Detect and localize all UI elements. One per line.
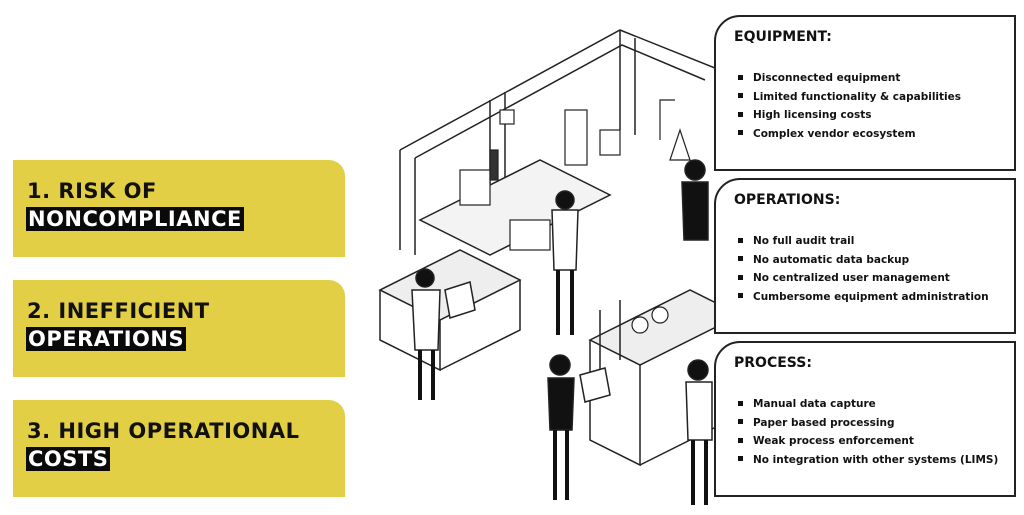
problem-highlight: NONCOMPLIANCE: [26, 207, 244, 231]
problem-highlight: COSTS: [26, 447, 111, 471]
equipment-panel: EQUIPMENT: Disconnected equipment Limite…: [714, 15, 1016, 171]
item-text: Complex vendor ecosystem: [753, 127, 916, 140]
problem-card-inefficient-operations: 2. INEFFICIENT OPERATIONS: [13, 280, 345, 377]
problem-highlight: OPERATIONS: [26, 327, 187, 351]
bullet-icon: [738, 419, 743, 424]
item-text: Manual data capture: [753, 398, 876, 410]
equipment-list: Disconnected equipment Limited functiona…: [738, 69, 961, 143]
list-item: Complex vendor ecosystem: [738, 125, 961, 144]
problem-card-noncompliance: 1. RISK OF NONCOMPLIANCE: [13, 160, 345, 257]
item-text: High licensing costs: [753, 109, 872, 121]
bullet-icon: [738, 237, 743, 243]
list-item: No automatic data backup: [738, 251, 989, 270]
bullet-icon: [738, 130, 743, 135]
scientist-figure: [411, 268, 476, 400]
list-item: High licensing costs: [738, 106, 961, 125]
process-panel: PROCESS: Manual data capture Paper based…: [714, 341, 1016, 497]
list-item: Paper based processing: [738, 414, 998, 433]
item-text: Cumbersome equipment administration: [753, 290, 989, 303]
problem-title: 3. HIGH OPERATIONAL: [27, 419, 300, 443]
item-text: Paper based processing: [753, 416, 895, 429]
list-item: Cumbersome equipment administration: [738, 288, 989, 307]
list-item: Limited functionality & capabilities: [738, 88, 961, 107]
item-text: No integration with other systems (LIMS): [753, 453, 999, 466]
bullet-icon: [738, 437, 743, 443]
bullet-icon: [738, 274, 743, 280]
list-item: Weak process enforcement: [738, 432, 998, 451]
scientist-figure: [685, 359, 713, 505]
list-item: Manual data capture: [738, 395, 998, 414]
bullet-icon: [738, 400, 743, 406]
item-text: No centralized user management: [753, 272, 950, 284]
item-text: Limited functionality & capabilities: [753, 90, 962, 103]
item-text: Disconnected equipment: [753, 72, 901, 84]
lab-equipment: [459, 99, 691, 334]
operations-panel: OPERATIONS: No full audit trail No autom…: [714, 178, 1016, 334]
problem-title: 2. INEFFICIENT: [27, 299, 210, 323]
problem-title: 1. RISK OF: [27, 179, 157, 203]
bullet-icon: [738, 93, 743, 98]
problem-card-high-costs: 3. HIGH OPERATIONAL COSTS: [13, 400, 345, 497]
operations-list: No full audit trail No automatic data ba…: [738, 232, 989, 306]
item-text: Weak process enforcement: [753, 435, 914, 447]
bullet-icon: [738, 111, 743, 117]
panel-title: PROCESS:: [734, 355, 812, 371]
panel-title: EQUIPMENT:: [734, 29, 832, 45]
list-item: No integration with other systems (LIMS): [738, 451, 998, 470]
lab-illustration: [378, 29, 740, 505]
list-item: No centralized user management: [738, 269, 989, 288]
list-item: No full audit trail: [738, 232, 989, 251]
bullet-icon: [738, 293, 743, 298]
bullet-icon: [738, 256, 743, 261]
process-list: Manual data capture Paper based processi…: [738, 395, 998, 469]
item-text: No full audit trail: [753, 235, 855, 247]
bullet-icon: [738, 456, 743, 461]
scientist-figure: [681, 159, 709, 241]
list-item: Disconnected equipment: [738, 69, 961, 88]
item-text: No automatic data backup: [753, 253, 910, 266]
bullet-icon: [738, 74, 743, 80]
scientist-figure: [551, 190, 579, 335]
scientist-figure: [547, 354, 611, 500]
panel-title: OPERATIONS:: [734, 192, 841, 208]
